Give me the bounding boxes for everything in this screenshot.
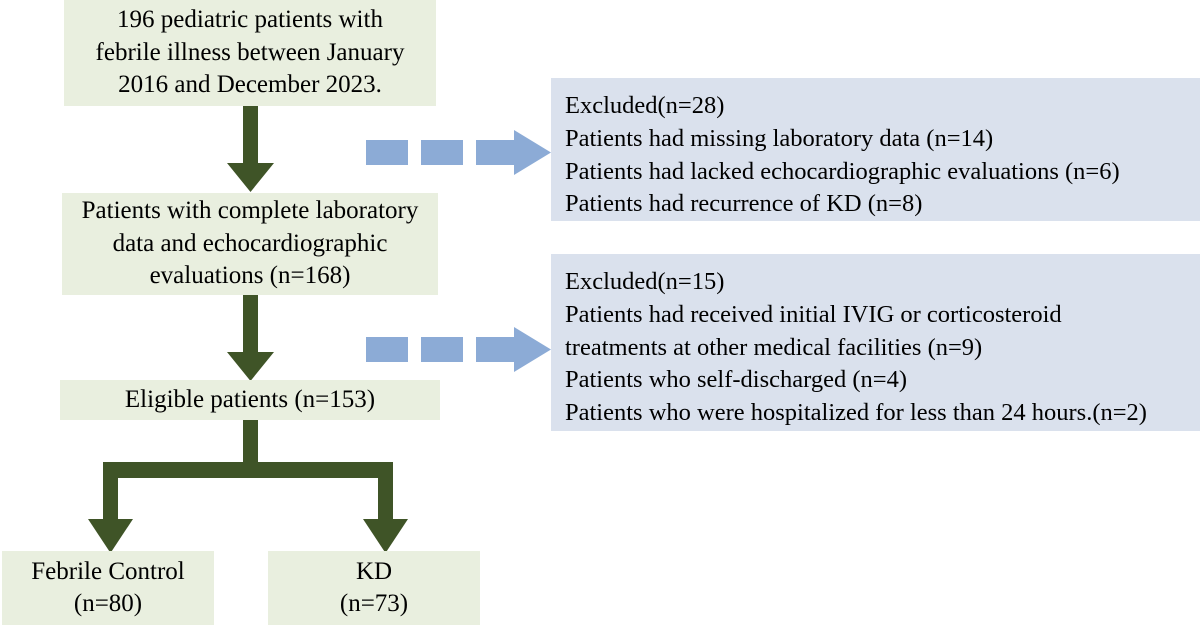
arrow-eligible-fork [88, 419, 408, 553]
node-excluded-1-line-3: Patients had lacked echocardiographic ev… [565, 157, 1120, 185]
arrow-excluded-2 [366, 327, 551, 372]
arrow-enrollment-to-complete-data [227, 106, 274, 192]
node-complete-data-line-2: data and echocardiographic [112, 229, 388, 257]
arrow-complete-data-to-eligible [227, 294, 274, 381]
node-febrile-control-line-2: (n=80) [73, 590, 143, 617]
node-complete-data: Patients with complete laboratory data a… [62, 193, 438, 295]
node-excluded-2-line-1: Excluded(n=15) [565, 268, 725, 295]
node-excluded-1-line-2: Patients had missing laboratory data (n=… [565, 124, 994, 152]
node-febrile-control: Febrile Control (n=80) [2, 551, 214, 625]
node-eligible-patients: Eligible patients (n=153) [60, 380, 440, 420]
node-enrollment: 196 pediatric patients with febrile illn… [64, 0, 436, 106]
node-eligible-patients-line-1: Eligible patients (n=153) [124, 385, 376, 413]
node-excluded-2-line-5: Patients who were hospitalized for less … [565, 399, 1147, 427]
node-excluded-2-line-2: Patients had received initial IVIG or co… [565, 300, 1062, 328]
node-kd-line-1: KD [355, 557, 393, 585]
node-excluded-1-line-1: Excluded(n=28) [565, 92, 725, 119]
node-excluded-2: Excluded(n=15) Patients had received ini… [551, 254, 1200, 431]
node-excluded-1: Excluded(n=28) Patients had missing labo… [551, 78, 1200, 221]
node-complete-data-line-1: Patients with complete laboratory [81, 197, 419, 225]
arrow-excluded-1 [366, 130, 551, 175]
node-complete-data-line-3: evaluations (n=168) [149, 262, 351, 290]
node-excluded-2-line-3: treatments at other medical facilities (… [565, 333, 983, 361]
node-enrollment-line-3: 2016 and December 2023. [118, 71, 382, 99]
node-kd-line-2: (n=73) [339, 590, 409, 617]
node-excluded-2-line-4: Patients who self-discharged (n=4) [565, 366, 907, 394]
node-febrile-control-line-1: Febrile Control [31, 557, 185, 585]
node-enrollment-line-1: 196 pediatric patients with [117, 6, 383, 34]
node-kd: KD (n=73) [268, 551, 480, 625]
node-enrollment-line-2: febrile illness between January [95, 38, 405, 66]
node-excluded-1-line-4: Patients had recurrence of KD (n=8) [565, 190, 923, 218]
